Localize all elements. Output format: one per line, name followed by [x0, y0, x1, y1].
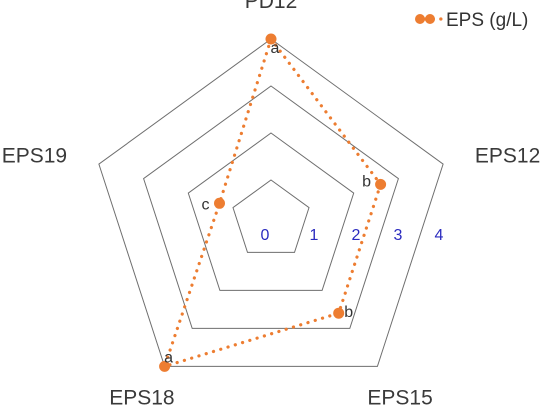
legend-marker-right [425, 14, 435, 24]
series-line-eps [162, 35, 383, 369]
category-label-eps12: EPS12 [475, 144, 540, 167]
category-label-eps19: EPS19 [2, 144, 67, 167]
tick-label-1: 1 [310, 227, 319, 244]
data-point-pd12 [265, 33, 277, 45]
legend-marker-left [415, 14, 425, 24]
tick-label-0: 0 [261, 227, 270, 244]
radar-grid [98, 38, 444, 367]
significance-label-eps19: c [202, 196, 210, 213]
data-point-eps19 [214, 197, 225, 209]
grid-ring-3 [143, 85, 399, 329]
data-point-eps18 [159, 360, 171, 372]
significance-label-pd12: a [271, 40, 280, 57]
data-point-eps12 [375, 178, 387, 190]
significance-label-eps15: b [344, 304, 353, 321]
legend-label: EPS (g/L) [446, 10, 528, 31]
radial-tick-labels: 0 1 2 3 4 [261, 227, 444, 244]
grid-ring-1 [232, 179, 310, 253]
tick-label-3: 3 [394, 227, 403, 244]
significance-label-eps12: b [362, 173, 371, 190]
legend: EPS (g/L) [415, 10, 528, 31]
significance-label-eps18: a [164, 349, 173, 366]
grid-ring-2 [187, 132, 355, 291]
category-label-eps15: EPS15 [367, 387, 432, 410]
data-point-eps15 [333, 307, 345, 319]
tick-label-4: 4 [435, 227, 444, 244]
category-label-pd12: PD12 [245, 0, 298, 13]
category-label-eps18: EPS18 [109, 387, 174, 410]
grid-ring-4 [98, 38, 444, 367]
tick-label-2: 2 [352, 227, 361, 244]
series-eps: a b b a c [159, 33, 387, 372]
